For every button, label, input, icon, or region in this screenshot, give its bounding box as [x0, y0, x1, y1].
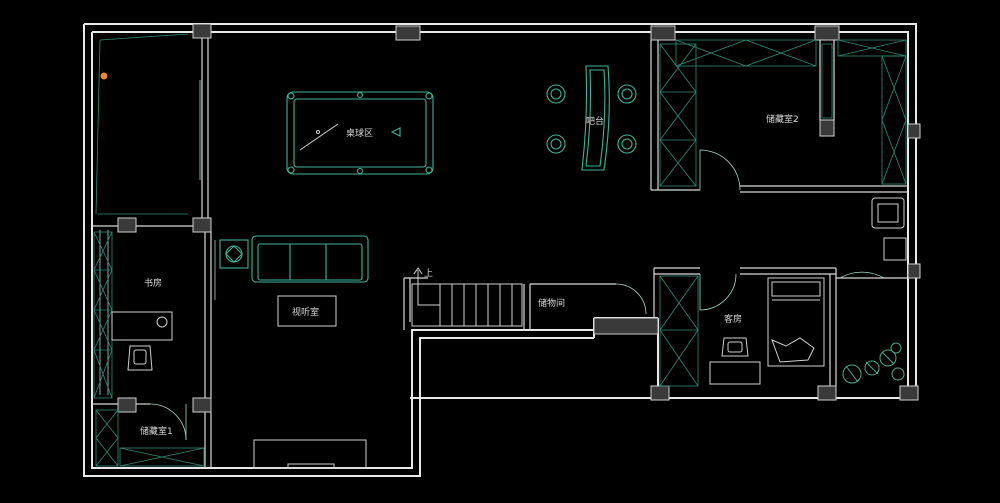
columns [117, 23, 921, 413]
billiard-table [286, 91, 434, 175]
guest-room-furniture [659, 273, 825, 387]
bar-counter [546, 65, 637, 171]
staircase [411, 267, 523, 327]
stair-up-label: 上 [424, 268, 433, 279]
room-label-audio-visual: 视听室 [292, 306, 319, 318]
room-label-study: 书房 [144, 277, 162, 289]
study-furniture [93, 231, 173, 399]
room-label-billiards: 桌球区 [346, 127, 373, 139]
plants [842, 342, 905, 384]
room-label-storage1: 储藏室1 [140, 425, 173, 437]
light-fixture-icon [100, 72, 108, 80]
storage2-cabinets [659, 39, 907, 191]
storage1-furniture [95, 403, 205, 467]
tv-cabinet [253, 439, 367, 469]
interior-walls [92, 38, 908, 468]
room-label-guest-room: 客房 [724, 313, 742, 325]
room-label-storage2: 储藏室2 [766, 113, 799, 125]
room-label-storage-room: 储物间 [538, 297, 565, 309]
sofa [214, 235, 369, 300]
room-label-bar: 吧台 [586, 115, 604, 127]
glass-partition [95, 33, 201, 395]
coffee-table [277, 295, 337, 327]
armchair [839, 197, 907, 279]
